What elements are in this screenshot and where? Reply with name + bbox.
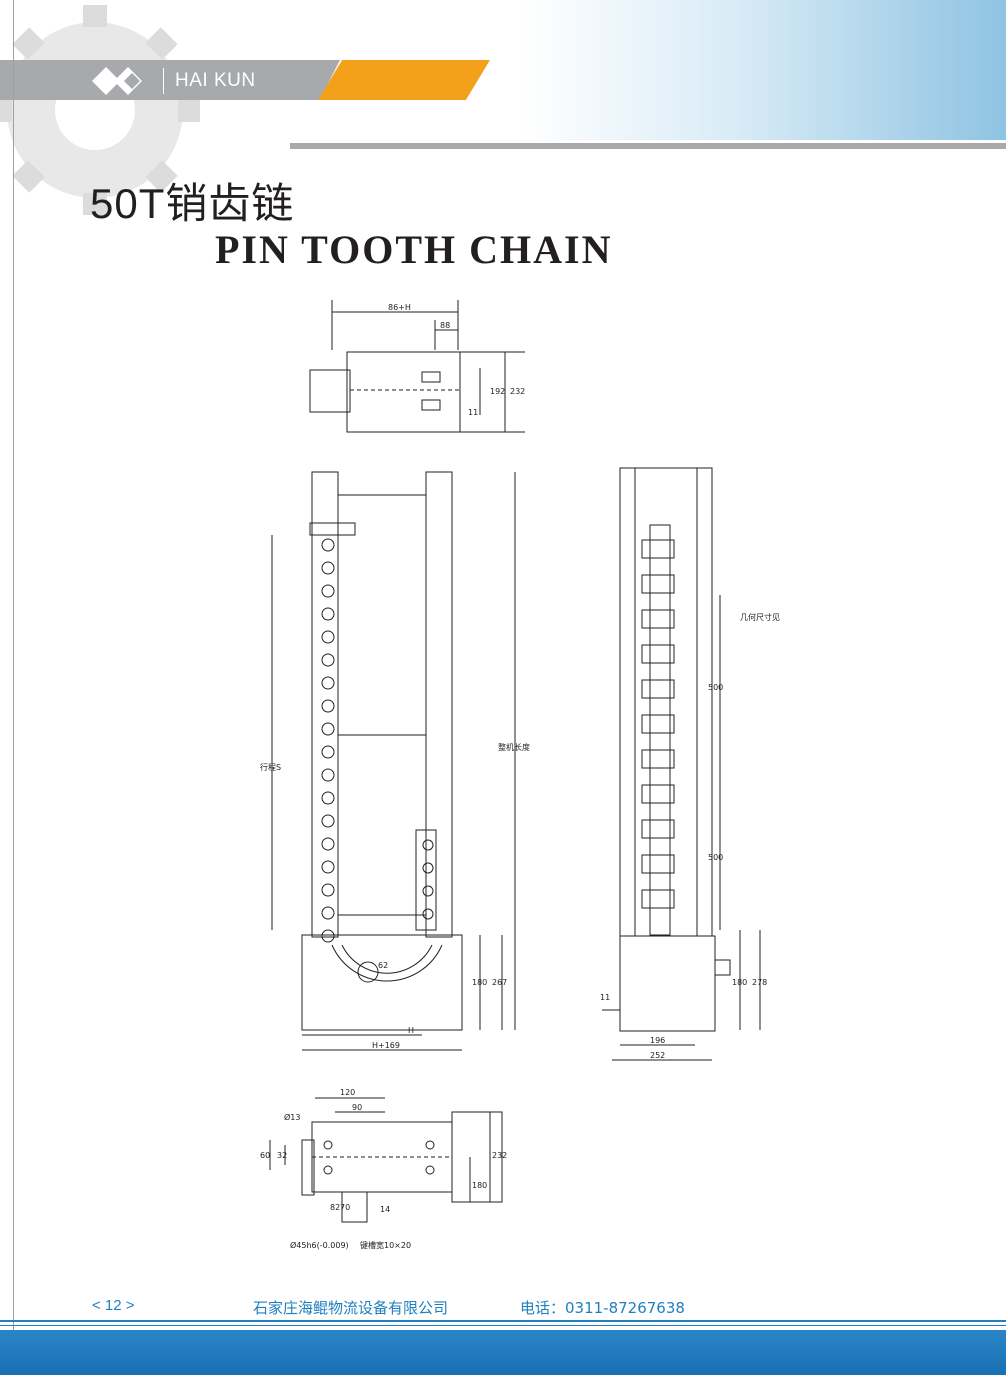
- dim-label: 32: [277, 1151, 287, 1160]
- bottom-view: [269, 1097, 503, 1223]
- header-band: [0, 60, 340, 100]
- dim-label: 几何尺寸见选型参数: [740, 612, 780, 622]
- footer-rule-thin: [0, 1325, 1006, 1326]
- dim-label: 180: [732, 978, 747, 987]
- header-gradient: [520, 0, 1006, 140]
- dim-label: 232: [492, 1151, 507, 1160]
- dim-label: 60: [260, 1151, 270, 1160]
- dim-label: 82: [330, 1203, 340, 1212]
- dim-label: 120: [340, 1088, 355, 1097]
- dim-label: 180: [472, 1181, 487, 1190]
- side-chain: [641, 539, 675, 909]
- dim-label: 180: [472, 978, 487, 987]
- footer-bar: [0, 1330, 1006, 1375]
- logo-icon: [92, 67, 142, 95]
- dim-label: 90: [352, 1103, 362, 1112]
- dim-label: 278: [752, 978, 767, 987]
- dim-label: 键槽宽10×20: [360, 1240, 411, 1250]
- brand-name: HAI KUN: [175, 70, 256, 91]
- dimension-labels: 86+H 88 192 232 11 行程S 整机长度 62 180 267 H…: [260, 303, 780, 1250]
- dim-label: 500: [708, 683, 723, 692]
- dim-label: H+169: [372, 1041, 400, 1050]
- dim-label: 196: [650, 1036, 665, 1045]
- dim-label: 70: [340, 1203, 350, 1212]
- dim-label: 11: [468, 408, 478, 417]
- left-margin-rule: [13, 0, 14, 1330]
- dim-label: 14: [380, 1205, 390, 1214]
- dim-label: 252: [650, 1051, 665, 1060]
- front-view: [271, 471, 516, 1051]
- side-view: [602, 467, 761, 1061]
- header-rule: [290, 143, 1006, 149]
- dim-label: 86+H: [388, 303, 411, 312]
- technical-drawing: 86+H 88 192 232 11 行程S 整机长度 62 180 267 H…: [260, 300, 780, 1250]
- dim-label: Ø45h6(-0.009): [290, 1240, 349, 1250]
- dim-label: 62: [378, 961, 388, 970]
- footer-rule: [0, 1320, 1006, 1322]
- page-title-en: PIN TOOTH CHAIN: [215, 227, 613, 272]
- page-number: < 12 >: [92, 1297, 135, 1314]
- dim-label: 500: [708, 853, 723, 862]
- dim-label: 11: [600, 993, 610, 1002]
- dim-label: 267: [492, 978, 507, 987]
- company-name: 石家庄海鲲物流设备有限公司: [253, 1299, 449, 1317]
- dim-label: 88: [440, 321, 450, 330]
- phone-number: 电话：0311-87267638: [520, 1299, 685, 1317]
- dim-label: 整机长度: [498, 742, 530, 752]
- top-view: [309, 300, 525, 433]
- front-chain: [321, 538, 434, 943]
- dim-label: 232: [510, 387, 525, 396]
- dim-label: H: [408, 1026, 414, 1035]
- logo-divider: [163, 68, 164, 94]
- page-title-cn: 50T销齿链: [90, 180, 295, 227]
- dim-label: 192: [490, 387, 505, 396]
- dim-label: Ø13: [284, 1112, 300, 1122]
- header-accent: [318, 60, 490, 100]
- dim-label: 行程S: [260, 762, 281, 772]
